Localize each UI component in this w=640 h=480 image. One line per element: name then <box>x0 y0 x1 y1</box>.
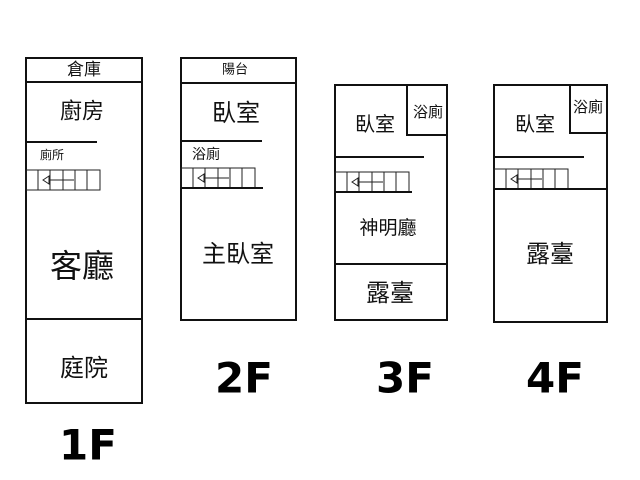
floor-4f-plan: 臥室 浴廁 露臺 4F <box>493 84 608 403</box>
floor-1f-plan: 倉庫 廚房 廁所 客廳 庭院 1F <box>25 57 143 470</box>
staircase-icon <box>334 171 410 193</box>
room-label: 露臺 <box>366 279 414 307</box>
room-label: 露臺 <box>526 240 574 268</box>
floor-3f-plan: 臥室 浴廁 神明廳 露臺 3F <box>334 84 448 403</box>
floor-1f-outline <box>25 57 143 404</box>
room-label: 浴廁 <box>573 98 603 116</box>
floor-label: 1F <box>59 421 117 470</box>
floor-3f-outline <box>334 84 448 321</box>
room-label: 浴廁 <box>413 103 443 121</box>
room-label: 浴廁 <box>192 146 220 163</box>
floor-label: 4F <box>526 354 584 403</box>
staircase-icon <box>25 169 101 191</box>
room-label: 臥室 <box>355 112 395 136</box>
room-label: 陽台 <box>222 63 248 78</box>
floor-label: 3F <box>376 354 434 403</box>
floor-2f-plan: 陽台 臥室 浴廁 主臥室 2F <box>180 57 297 403</box>
staircase-icon <box>180 167 256 189</box>
room-label: 臥室 <box>212 99 260 127</box>
room-label: 神明廳 <box>359 217 416 239</box>
room-label: 主臥室 <box>202 240 274 268</box>
room-label: 廚房 <box>60 100 104 125</box>
staircase-icon <box>493 168 569 190</box>
room-label: 倉庫 <box>67 60 101 80</box>
room-label: 臥室 <box>515 112 555 136</box>
floor-4f-outline <box>493 84 608 323</box>
room-label: 庭院 <box>60 354 108 382</box>
room-label: 廁所 <box>40 147 64 162</box>
floor-label: 2F <box>215 354 273 403</box>
room-label: 客廳 <box>50 247 114 285</box>
